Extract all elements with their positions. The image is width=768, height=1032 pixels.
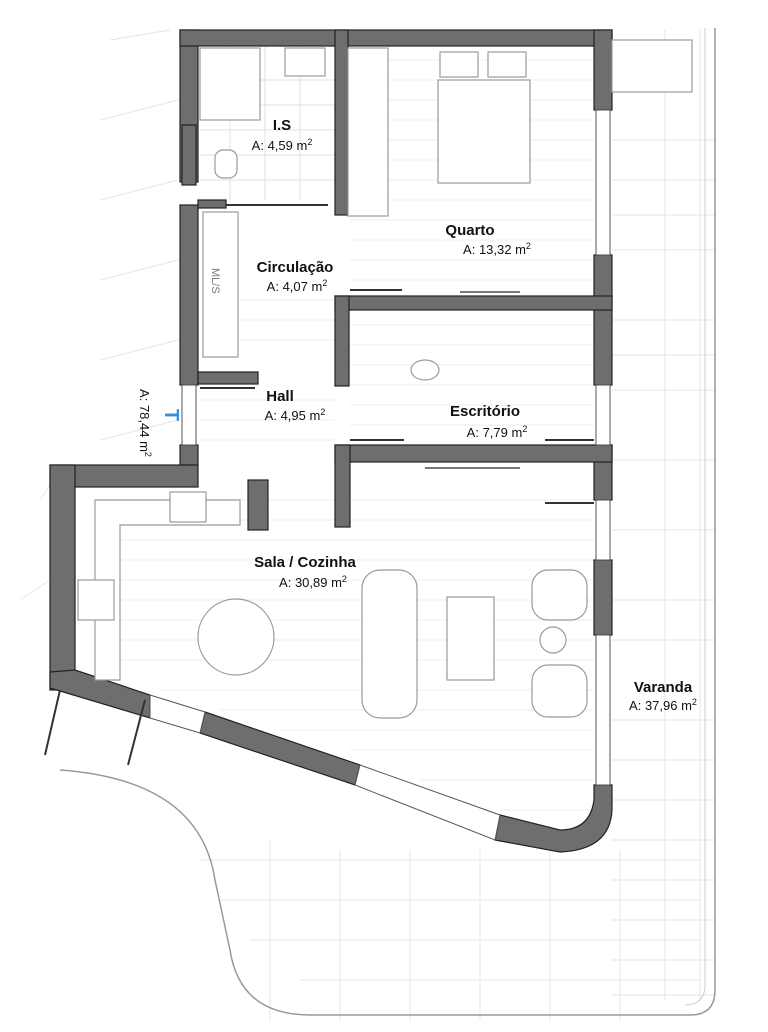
room-name: Quarto xyxy=(445,222,494,239)
room-quarto: Quarto A: 13,32 m2 xyxy=(445,222,531,257)
bed xyxy=(437,79,531,184)
kitchen-sink xyxy=(169,491,207,523)
room-hall: Hall A: 4,95 m2 xyxy=(265,388,326,423)
dining-table xyxy=(197,598,275,676)
shower xyxy=(199,47,261,121)
office-chair xyxy=(410,359,440,381)
cooktop xyxy=(77,579,115,621)
doors xyxy=(200,204,594,504)
sofa xyxy=(361,569,418,719)
toilet xyxy=(214,149,238,179)
svg-text:A: 37,96 m2: A: 37,96 m2 xyxy=(629,697,697,713)
walls xyxy=(49,29,613,853)
coffee-table xyxy=(446,596,495,681)
svg-text:A: 4,59 m2: A: 4,59 m2 xyxy=(252,137,313,153)
svg-text:A: 13,32 m2: A: 13,32 m2 xyxy=(463,241,531,257)
room-sala-cozinha: Sala / Cozinha A: 30,89 m2 xyxy=(254,554,356,590)
room-varanda: Varanda A: 37,96 m2 xyxy=(629,679,697,713)
total-area: A: 78,44 m2 xyxy=(137,389,153,457)
room-name: Varanda xyxy=(634,679,693,696)
room-name: I.S xyxy=(273,117,291,134)
bathroom-tiles xyxy=(200,46,335,200)
paving-grid xyxy=(19,29,715,1020)
wardrobe xyxy=(347,47,389,217)
kitchen-counter xyxy=(94,499,241,681)
closet xyxy=(202,211,239,358)
furniture xyxy=(77,39,693,719)
closet-label: ML/S xyxy=(209,268,221,294)
room-is: I.S A: 4,59 m2 xyxy=(252,117,313,153)
svg-text:A: 7,79 m2: A: 7,79 m2 xyxy=(467,424,528,440)
room-name: Hall xyxy=(266,388,294,405)
svg-text:A: 4,07 m2: A: 4,07 m2 xyxy=(267,278,328,294)
side-table xyxy=(539,626,567,654)
armchair xyxy=(531,569,588,621)
room-name: Sala / Cozinha xyxy=(254,554,356,571)
room-escritorio: Escritório A: 7,79 m2 xyxy=(450,403,527,440)
svg-text:A: 78,44 m2: A: 78,44 m2 xyxy=(137,389,153,457)
svg-text:A: 30,89 m2: A: 30,89 m2 xyxy=(279,574,347,590)
varanda-boundary xyxy=(59,28,716,1016)
entrance-marker: T xyxy=(160,409,182,421)
armchair xyxy=(531,664,588,718)
room-name: Escritório xyxy=(450,403,520,420)
svg-text:A: 4,95 m2: A: 4,95 m2 xyxy=(265,407,326,423)
room-name: Circulação xyxy=(257,259,334,276)
room-circulacao: Circulação A: 4,07 m2 xyxy=(257,259,334,294)
sink xyxy=(284,47,326,77)
windows xyxy=(44,109,611,841)
